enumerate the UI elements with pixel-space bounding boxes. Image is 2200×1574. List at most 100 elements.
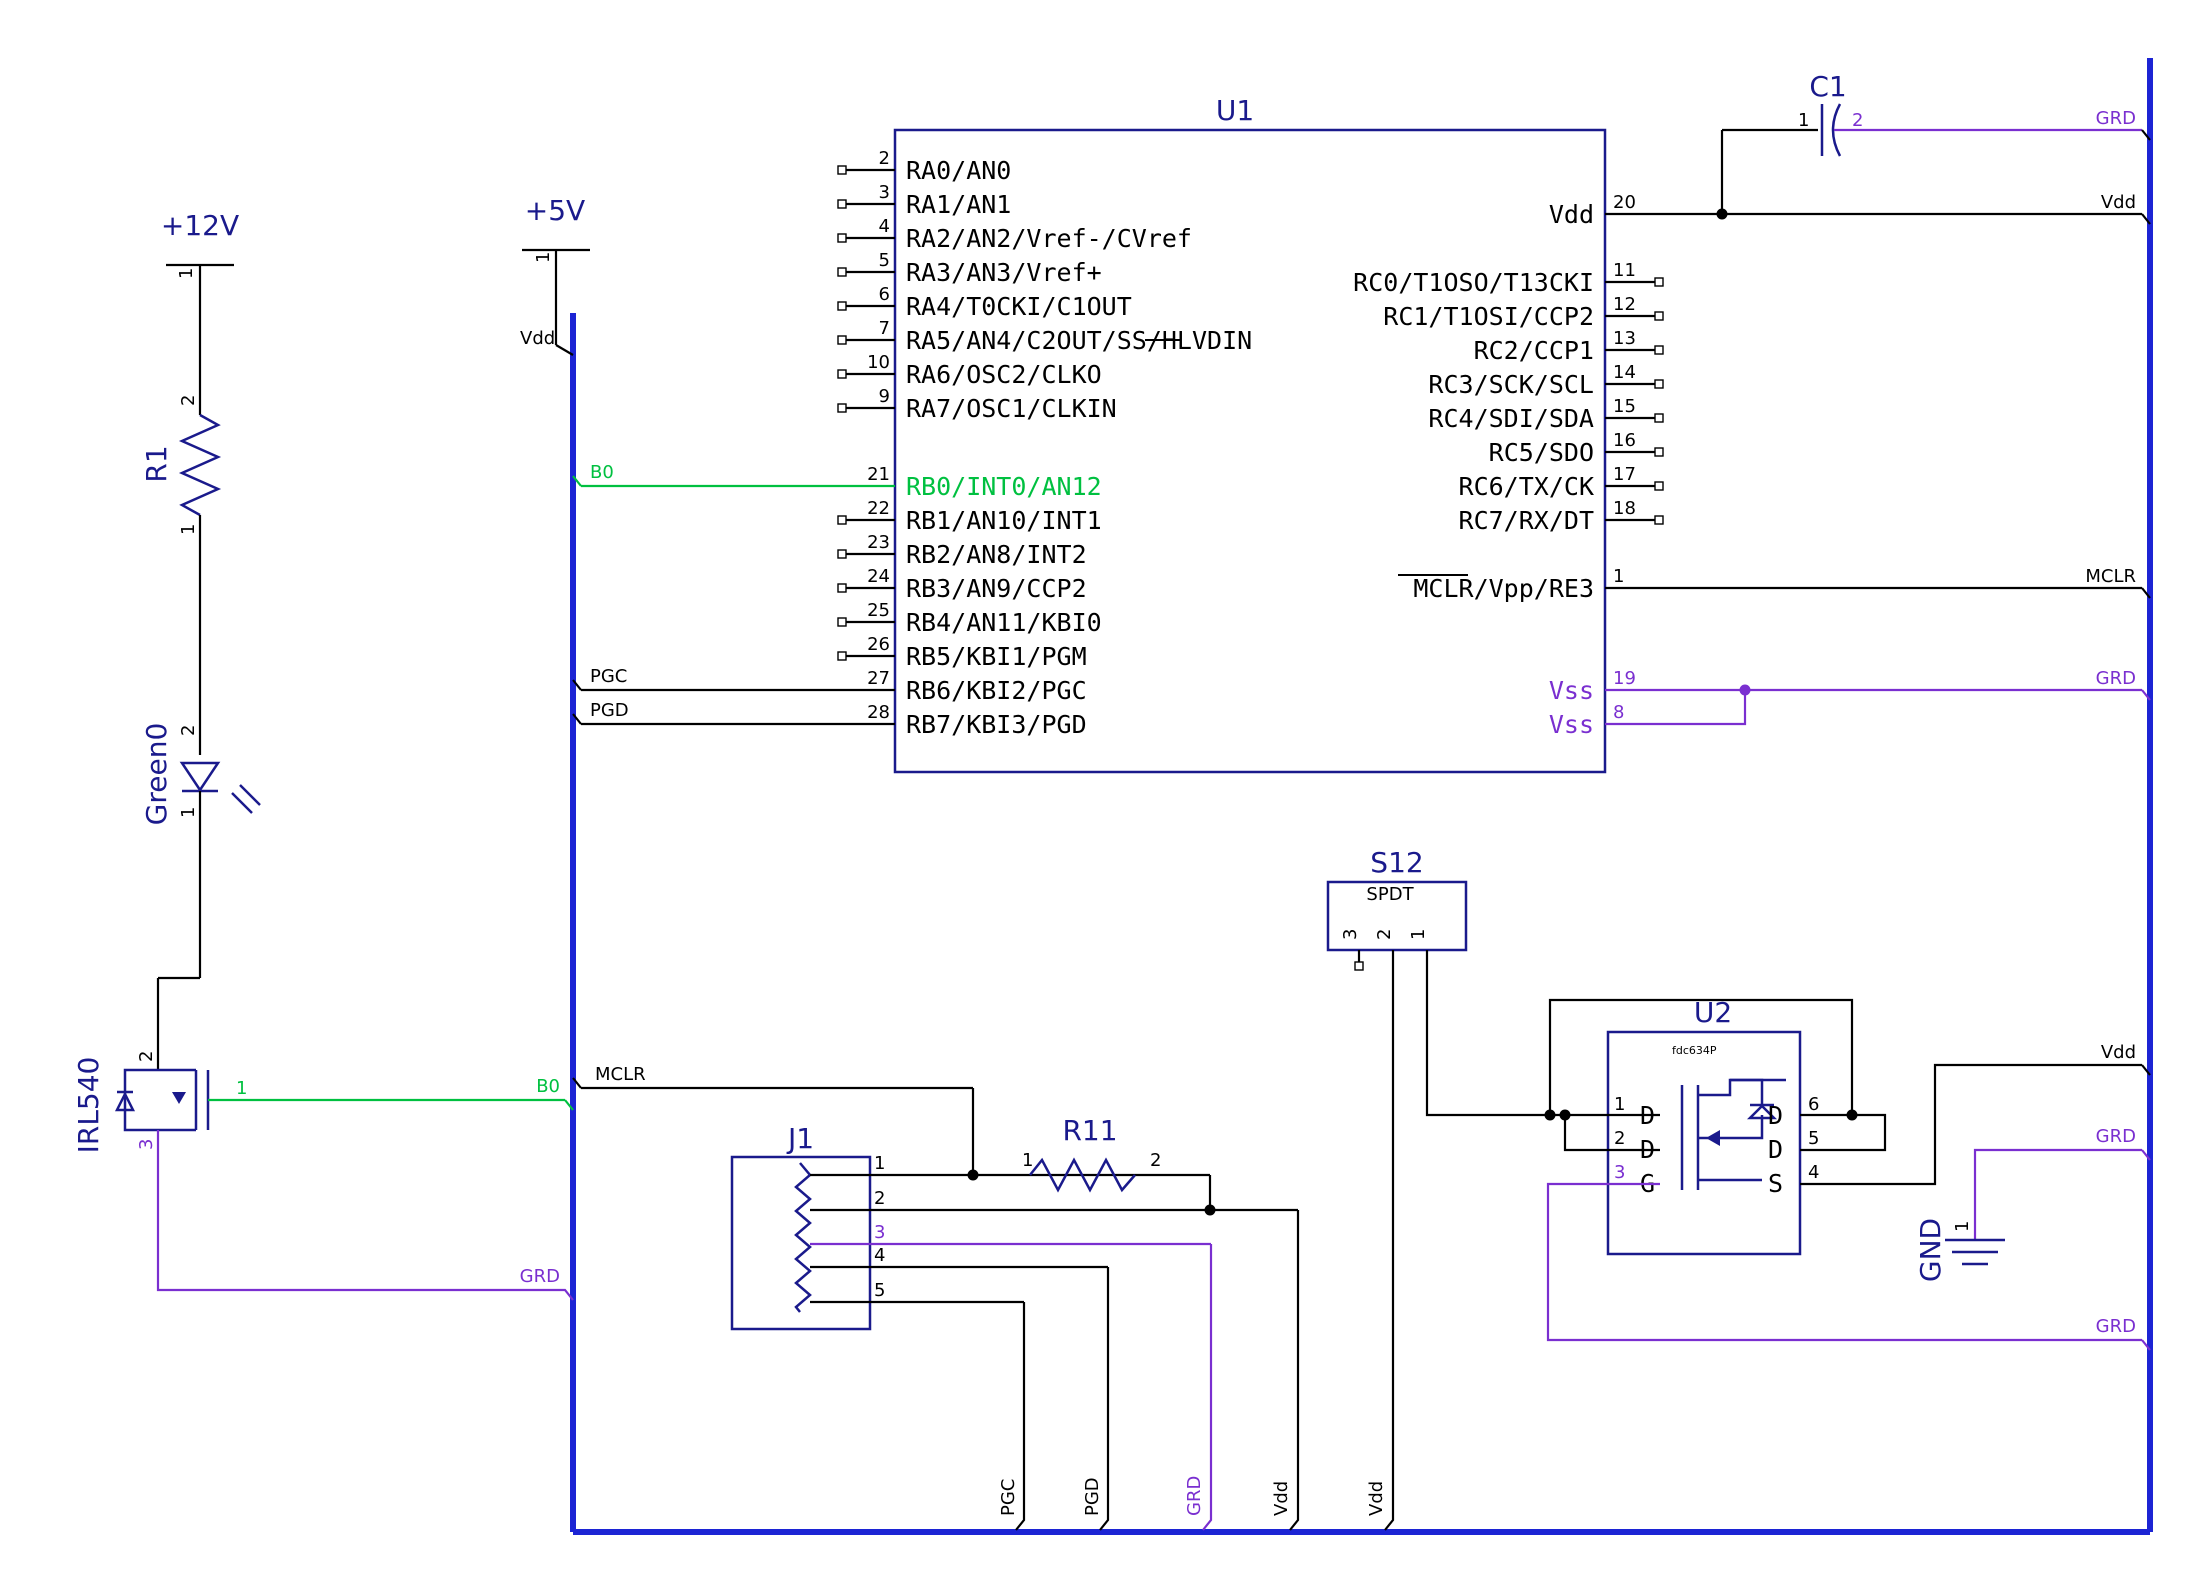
u1-pin-nc — [837, 335, 847, 345]
c1-plate-right — [1831, 103, 1842, 157]
u1-right-pin-num: 14 — [1613, 362, 1636, 383]
u1-right-pin-num: 17 — [1613, 464, 1636, 485]
drop-vdd-label: Vdd — [1271, 1481, 1292, 1516]
u1-pin-nc — [837, 583, 847, 593]
u1-left-pin-label: RA1/AN1 — [906, 190, 1011, 219]
u1-pin-nc — [837, 369, 847, 379]
r1-zigzag — [178, 413, 222, 517]
q1-net-b0: B0 — [536, 1076, 560, 1097]
u1-left-pin-num: 3 — [879, 182, 890, 203]
u1-right-pin-num: 19 — [1613, 668, 1636, 689]
u1-left-pin-label: RB7/KBI3/PGD — [906, 710, 1087, 739]
j1-drop-wires: PGC PGD GRD Vdd — [998, 1210, 1300, 1531]
u1-right-pin-label: RC5/SDO — [1489, 438, 1594, 467]
u1-pin-nc — [837, 233, 847, 243]
power-5v: +5V 1 Vdd — [520, 194, 590, 356]
r1-pin2: 2 — [178, 395, 199, 406]
u2-mosfet-fdc634p[interactable]: U2 fdc634P D D G 1 2 3 D D S 6 5 4 — [1544, 996, 2143, 1342]
s12-switch[interactable]: S12 SPDT 3 2 1 Vdd — [1326, 846, 1550, 1531]
led-arrow2 — [239, 784, 261, 806]
gnd-pin: 1 — [1952, 1221, 1973, 1232]
u1-left-pin-label: RA2/AN2/Vref-/CVref — [906, 224, 1192, 253]
q1-net-grd: GRD — [520, 1266, 560, 1287]
led-green0[interactable]: Green0 2 1 — [140, 723, 261, 1070]
r11-pin1: 1 — [1022, 1150, 1033, 1171]
u2-left-num-3: 3 — [1614, 1162, 1625, 1183]
j1-pin-num: 4 — [874, 1245, 885, 1266]
u1-left-pin-num: 26 — [867, 634, 890, 655]
u1-pin-nc — [1654, 345, 1664, 355]
u2-right-label-5: D — [1768, 1135, 1783, 1164]
u2-net-grd: GRD — [2096, 1316, 2136, 1337]
u2-body — [1606, 1030, 1802, 1256]
u1-left-pin-num: 5 — [879, 250, 890, 271]
s12-value: SPDT — [1366, 884, 1414, 905]
r11-ref: R11 — [1062, 1114, 1117, 1147]
buses — [570, 58, 2153, 1535]
drop-pgd-label: PGD — [1082, 1477, 1103, 1516]
c1-capacitor[interactable]: C1 1 2 GRD Vdd — [1605, 70, 2142, 220]
u1-right-pin-num: 13 — [1613, 328, 1636, 349]
q1-diode — [114, 1091, 136, 1112]
mclr-net-label: MCLR — [595, 1064, 646, 1085]
drop-pgd — [1099, 1267, 1110, 1531]
u2-junction-a — [1544, 1109, 1556, 1121]
gnd-wire — [1973, 1148, 2142, 1240]
u1-pin-nc — [837, 199, 847, 209]
u1-left-pin-label: RA6/OSC2/CLKO — [906, 360, 1102, 389]
u1-left-pin-label: RB3/AN9/CCP2 — [906, 574, 1087, 603]
j1-pin-wires — [810, 1173, 1298, 1304]
c1-pin1: 1 — [1798, 110, 1809, 131]
q1-source-grd — [156, 1130, 574, 1301]
u1-left-pin-label: RB4/AN11/KBI0 — [906, 608, 1102, 637]
q1-diode-path — [123, 1068, 158, 1132]
q1-pin2: 2 — [136, 1051, 157, 1062]
u1-right-pin-num: 12 — [1613, 294, 1636, 315]
u1-right-pin-label: Vss — [1549, 676, 1594, 705]
u1-left-pin-num: 9 — [879, 386, 890, 407]
u1-left-pin-label: RA3/AN3/Vref+ — [906, 258, 1102, 287]
u2-pin2-wire — [1563, 1115, 1660, 1152]
u1-pin-nc — [1654, 277, 1664, 287]
c1-junction — [1716, 208, 1728, 220]
u1-left-pin-num: 27 — [867, 668, 890, 689]
u1-ref: U1 — [1216, 94, 1254, 127]
u1-left-pin-label: RB5/KBI1/PGM — [906, 642, 1087, 671]
r11-resistor[interactable]: R11 1 2 — [967, 1114, 1216, 1216]
u2-inner-symbol — [1680, 1078, 1786, 1190]
q1-mosfet-irl540[interactable]: IRL540 2 3 1 B0 GRD — [72, 1051, 574, 1301]
u1-pin-nc — [837, 301, 847, 311]
u1-pin-nc — [837, 267, 847, 277]
u1-right-pin-label: RC4/SDI/SDA — [1428, 404, 1594, 433]
s12-pin1-wire — [1425, 950, 1550, 1117]
vss-net-grd: GRD — [2096, 668, 2136, 689]
s12-pin3-nc — [1354, 961, 1364, 971]
u1-left-pin-num: 25 — [867, 600, 890, 621]
q1-pin1: 1 — [236, 1078, 247, 1099]
u1-right-pin-label: Vdd — [1549, 200, 1594, 229]
u1-left-pin-num: 6 — [879, 284, 890, 305]
j1-pin-num: 3 — [874, 1222, 885, 1243]
left-bus-entries — [572, 475, 582, 725]
s12-vdd-label: Vdd — [1366, 1481, 1387, 1516]
j1-wave — [794, 1162, 812, 1313]
u1-right-pin-num: 1 — [1613, 566, 1624, 587]
s12-pin1: 1 — [1408, 929, 1429, 940]
u1-right-pin-label: RC1/T1OSI/CCP2 — [1383, 302, 1594, 331]
drop-vdd — [1289, 1210, 1300, 1531]
power-5v-label: +5V — [525, 194, 585, 227]
power-5v-pin: 1 — [533, 252, 554, 263]
led-ref: Green0 — [140, 723, 173, 826]
u1-left-pin-label: RB0/INT0/AN12 — [906, 472, 1102, 501]
u1-net-wires: B0 PGC PGD MCLR GRD — [581, 462, 2142, 726]
power-5v-entry — [555, 344, 574, 356]
u1-pin-nc — [837, 651, 847, 661]
b0-net-label: B0 — [590, 462, 614, 483]
r1-resistor[interactable]: R1 2 1 — [140, 265, 222, 755]
j1-ref: J1 — [786, 1122, 814, 1155]
u2-value: fdc634P — [1672, 1044, 1717, 1057]
gnd-ref: GND — [1914, 1218, 1947, 1282]
